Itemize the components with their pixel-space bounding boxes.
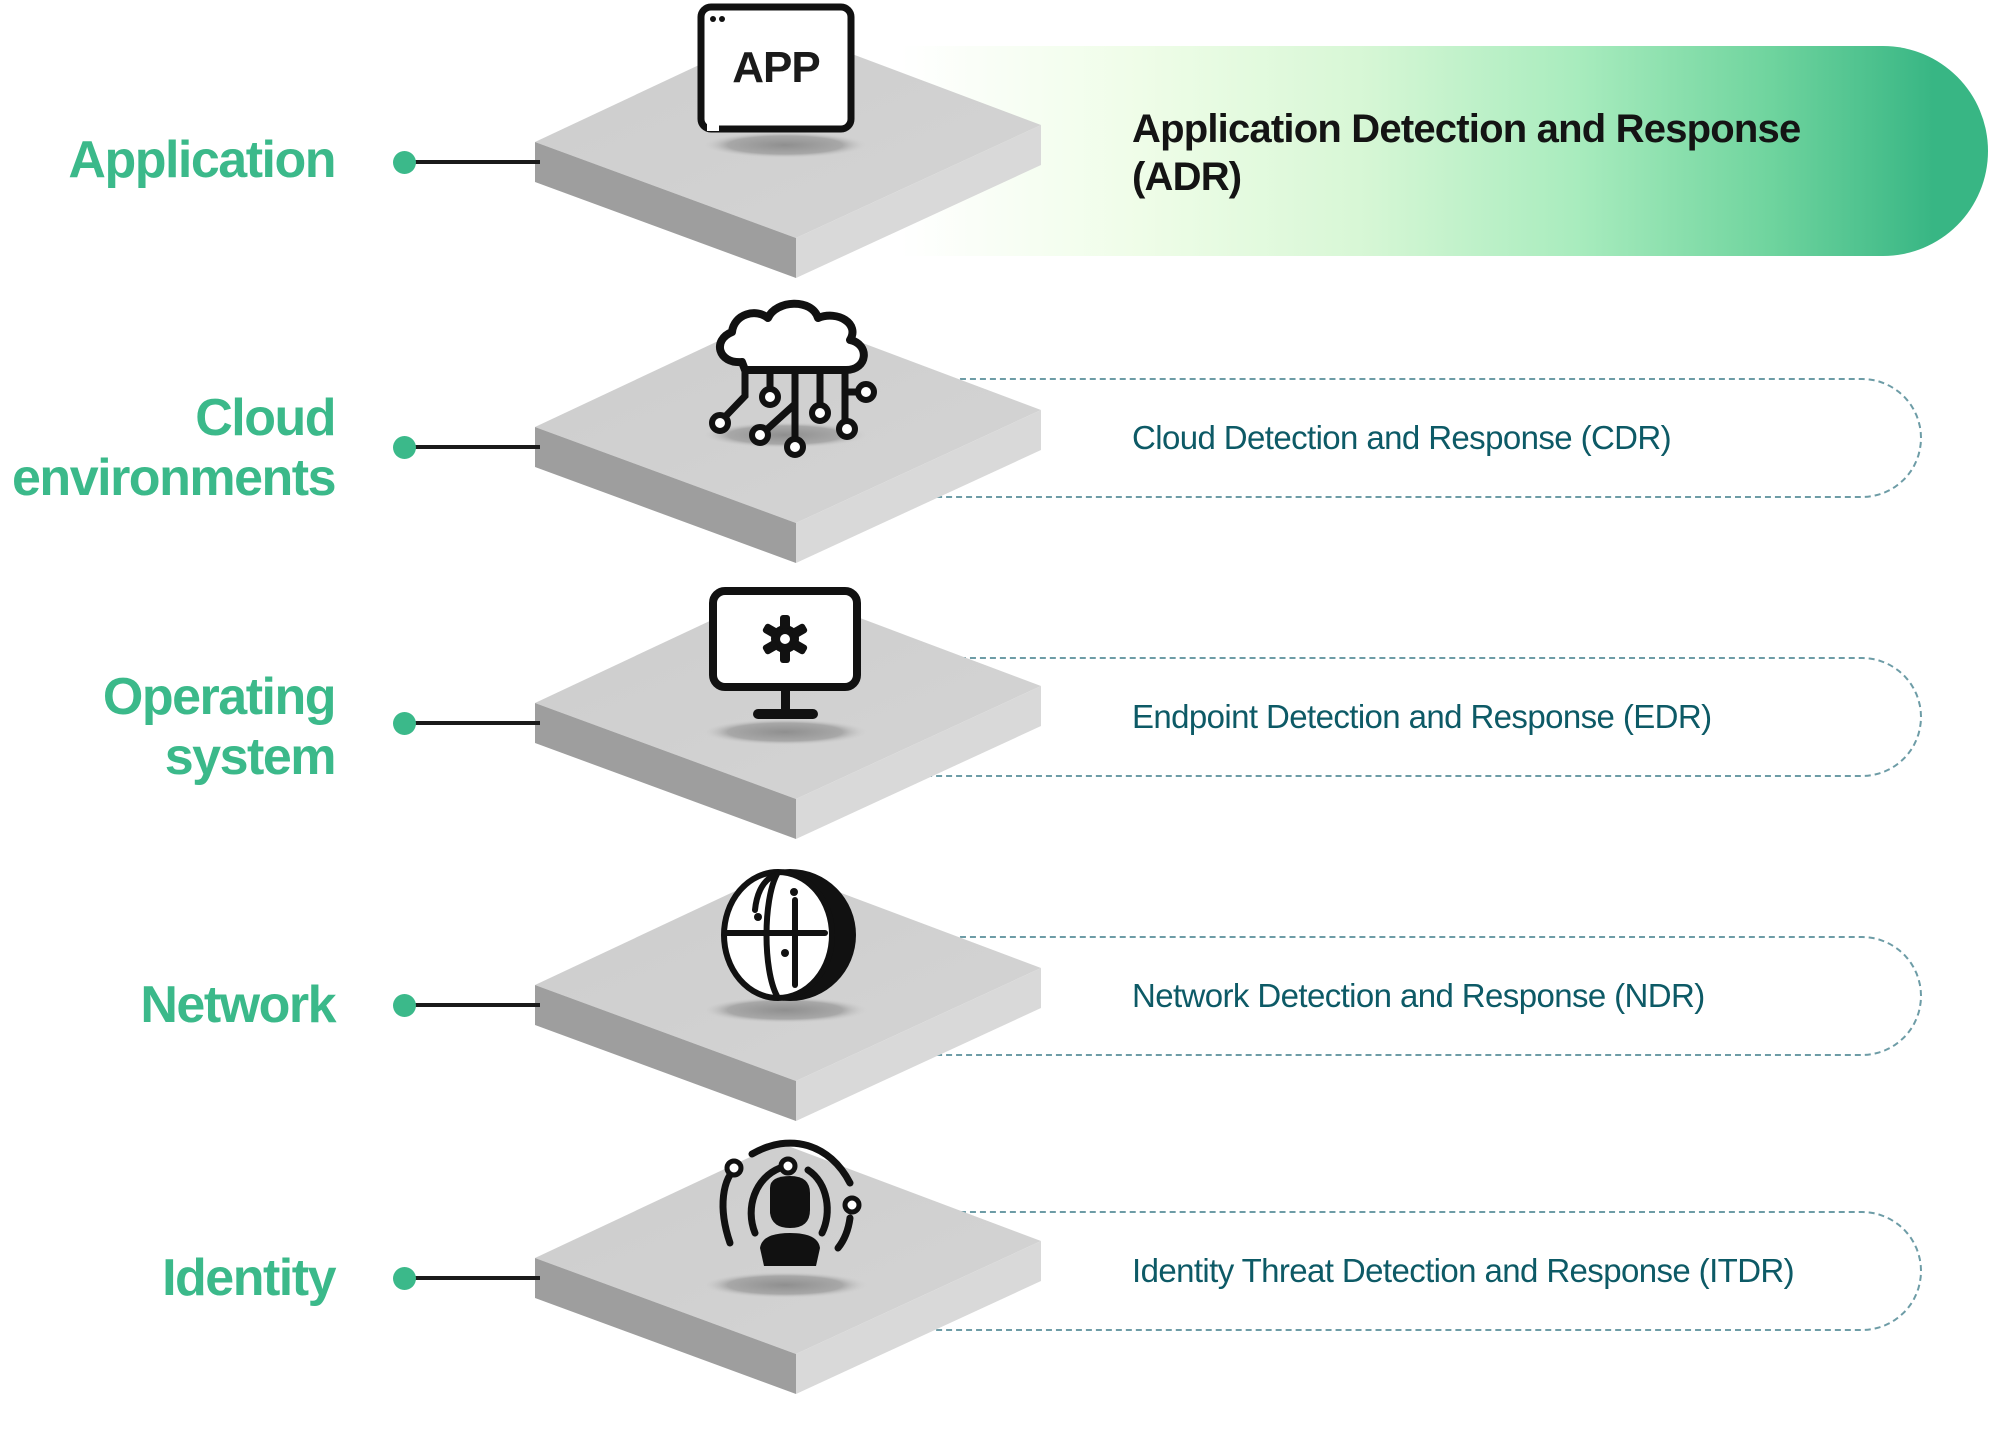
label-line: system — [164, 728, 337, 786]
label-line: Cloud — [195, 389, 336, 447]
globe-icon — [721, 869, 856, 1001]
itdr-solution-label: Identity Threat Detection and Response (… — [1132, 1252, 1795, 1289]
connector-line — [404, 160, 540, 164]
edr-box — [930, 657, 1922, 777]
connector-dot — [393, 1267, 416, 1290]
app-icon-text: APP — [732, 43, 820, 92]
adr-line-1: Application Detection and Response — [1132, 107, 1801, 151]
connector-line — [404, 1003, 540, 1007]
layer-label-application: Application — [0, 130, 336, 190]
layer-label-network: Network — [0, 975, 336, 1035]
icon-shadow — [703, 1272, 867, 1298]
icon-shadow — [703, 132, 867, 158]
cdr-box — [930, 378, 1922, 498]
connector-line — [404, 1276, 540, 1280]
label-line: Operating — [102, 668, 337, 726]
connector-dot — [393, 994, 416, 1017]
label-line: environments — [12, 449, 336, 507]
label-line: Identity — [162, 1249, 336, 1307]
ndr-solution-label: Network Detection and Response (NDR) — [1132, 977, 1705, 1014]
edr-solution-label: Endpoint Detection and Response (EDR) — [1132, 698, 1712, 735]
connector-line — [404, 445, 540, 449]
connector-dot — [393, 712, 416, 735]
connector-dot — [393, 436, 416, 459]
adr-solution-label: Application Detection and Response (ADR) — [1132, 105, 1801, 201]
connector-line — [404, 721, 540, 725]
ndr-box — [930, 936, 1922, 1056]
label-line: Network — [140, 976, 336, 1034]
label-line: Application — [68, 131, 336, 189]
platform-cloud — [535, 312, 1041, 563]
monitor-gear-icon — [709, 587, 861, 719]
connector-dot — [393, 151, 416, 174]
layer-label-cloud: Cloud environments — [0, 388, 336, 508]
layer-label-identity: Identity — [0, 1248, 336, 1308]
icon-shadow — [703, 422, 867, 448]
itdr-box — [930, 1211, 1922, 1331]
cloud-network-icon — [709, 299, 877, 458]
icon-shadow — [703, 719, 867, 745]
user-orbit-icon — [719, 1139, 862, 1266]
adr-highlight-banner — [900, 46, 1988, 256]
cdr-solution-label: Cloud Detection and Response (CDR) — [1132, 419, 1672, 456]
app-window-icon: APP — [697, 3, 855, 133]
adr-line-2: (ADR) — [1132, 155, 1242, 199]
layer-label-os: Operating system — [0, 667, 337, 787]
icon-shadow — [703, 997, 867, 1023]
